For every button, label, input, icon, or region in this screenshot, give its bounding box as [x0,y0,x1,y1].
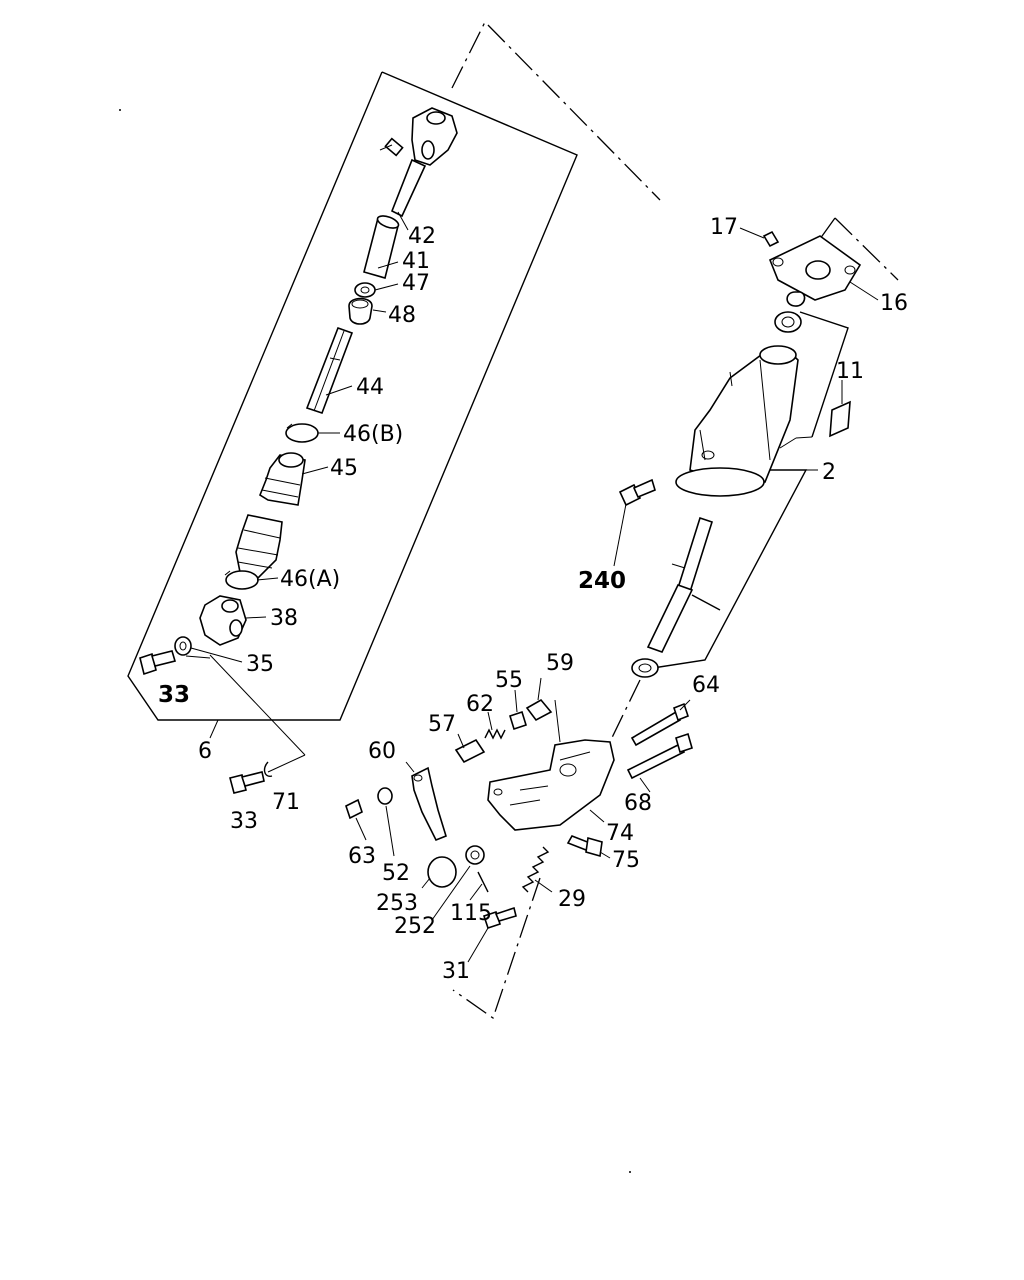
seal-ring [631,658,659,678]
label-57: 57 [428,712,456,737]
centerlines [451,20,899,1020]
column-tube-2 [675,345,799,497]
label-17: 17 [710,215,738,240]
label-63: 63 [348,844,376,869]
label-71: 71 [272,790,300,815]
label-60: 60 [368,739,396,764]
nut-252 [465,845,485,865]
steering-shaft [646,516,713,653]
nut-52 [377,787,393,805]
label-33-lower: 33 [230,809,258,834]
bolt-68 [626,732,693,780]
leader-lines [185,211,879,963]
label-59: 59 [546,651,574,676]
bolt-31 [482,906,517,930]
screw-17 [762,230,780,248]
bushing-48 [348,297,373,325]
label-74: 74 [606,821,634,846]
label-75: 75 [612,848,640,873]
label-252: 252 [394,914,436,939]
sleeve-57 [454,738,486,764]
part-labels: 42 41 47 48 44 46(B) 45 46(A) 38 35 33 6… [158,215,908,984]
label-16: 16 [880,291,908,316]
label-62: 62 [466,692,494,717]
clip-71 [263,761,273,777]
label-29: 29 [558,887,586,912]
label-48: 48 [388,303,416,328]
bolt-33-lower [229,771,265,794]
label-11: 11 [836,359,864,384]
clip-46a [224,570,259,590]
bolt-33-upper [139,650,177,676]
label-47: 47 [402,271,430,296]
universal-joint-lower-38 [199,595,247,646]
column-tube-frame [639,311,849,671]
bolt-64 [630,702,689,747]
lever-59 [525,698,561,743]
bolt-75 [566,835,603,858]
label-33-upper: 33 [158,682,190,708]
boot-45 [235,452,306,579]
label-46a: 46(A) [280,567,340,592]
label-41: 41 [402,249,430,274]
spline-shaft-44 [305,326,354,415]
label-52: 52 [382,861,410,886]
bolt-240 [618,478,656,507]
bracket-16 [768,235,862,307]
lever-60 [411,766,447,842]
label-42: 42 [408,224,436,249]
label-31: 31 [442,959,470,984]
label-115: 115 [450,901,492,926]
nut-55 [509,710,527,731]
label-2: 2 [822,460,836,485]
pin-115 [477,871,489,893]
label-35: 35 [246,652,274,677]
cap-253 [427,856,457,888]
label-45: 45 [330,456,358,481]
label-64: 64 [692,673,720,698]
label-68: 68 [624,791,652,816]
spring-29 [521,846,550,893]
label-6: 6 [198,739,212,764]
label-55: 55 [495,668,523,693]
plug-63 [345,798,363,820]
clip-46b [285,423,319,443]
label-240: 240 [578,568,626,594]
label-44: 44 [356,375,384,400]
universal-joint-upper [379,107,458,218]
washer-35 [174,636,192,656]
shaft-41 [363,215,400,279]
spring-62 [484,728,506,740]
bracket-74 [487,739,615,831]
bearing [774,311,802,333]
washer-47 [354,282,376,298]
label-46b: 46(B) [343,422,403,447]
shaft-assembly-frame [127,71,578,773]
label-38: 38 [270,606,298,631]
label-253: 253 [376,891,418,916]
label-plate-11 [829,400,851,438]
